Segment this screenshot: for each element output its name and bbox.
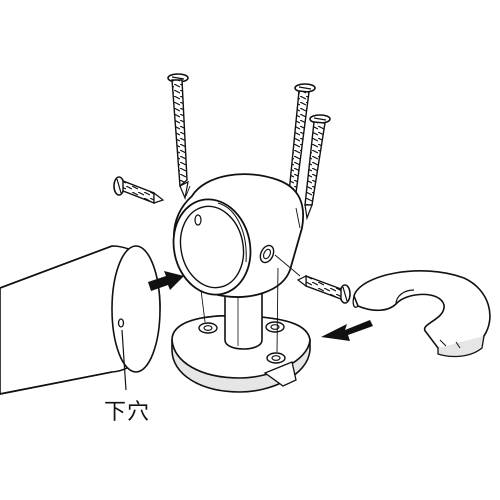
pipe bbox=[0, 246, 160, 394]
side-screw-right bbox=[298, 276, 350, 303]
pilot-hole bbox=[119, 319, 124, 327]
wood-screw-top-left bbox=[168, 74, 188, 198]
socket-bracket bbox=[165, 174, 303, 352]
bracket-stem bbox=[225, 285, 262, 349]
cover-plate bbox=[353, 271, 490, 357]
insert-arrow bbox=[148, 271, 184, 291]
attach-arrow bbox=[321, 320, 373, 341]
wood-screw-top-right-2 bbox=[305, 115, 330, 218]
pilot-hole-leader bbox=[122, 330, 126, 390]
pilot-hole-label: 下穴 bbox=[104, 400, 151, 425]
side-screw-left bbox=[114, 177, 163, 203]
